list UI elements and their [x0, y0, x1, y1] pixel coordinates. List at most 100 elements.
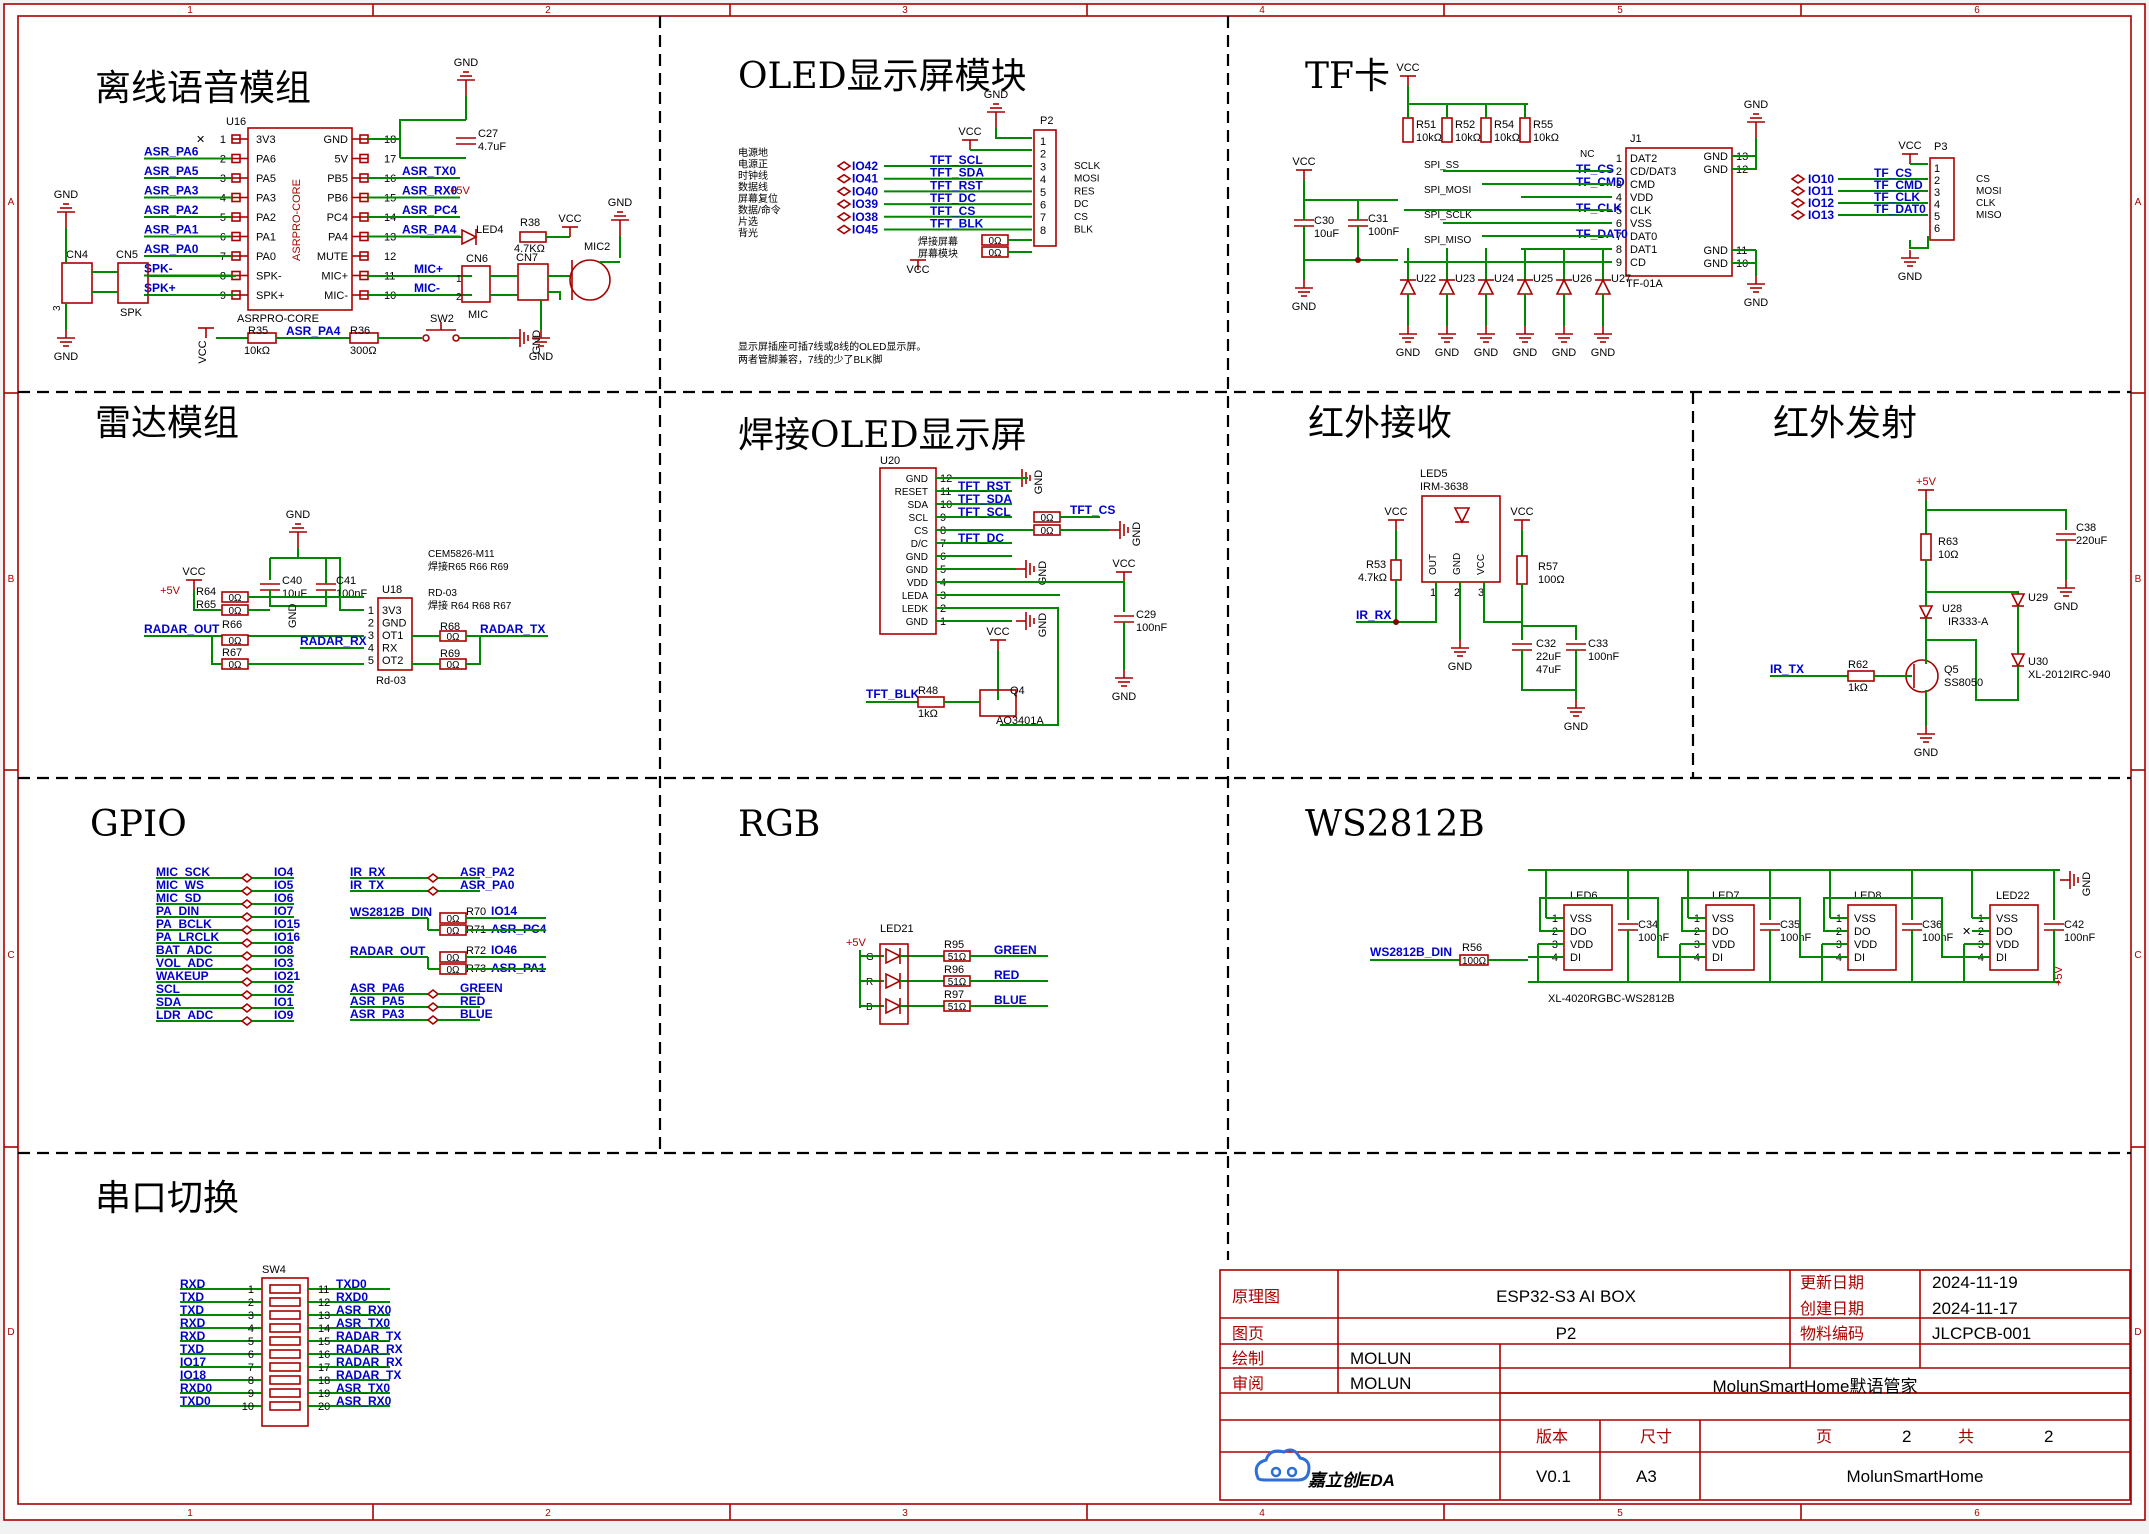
wire	[1925, 618, 2019, 701]
dip-toggle	[269, 1401, 301, 1411]
pin-name: 3V3	[256, 134, 276, 146]
oled-module: 电源地电源正时钟线数据线屏幕复位数据/命令片选背光GNDVCCP21234567…	[738, 89, 1100, 366]
resistor-icon	[1519, 117, 1531, 143]
net-label: ASR_PA4	[402, 223, 457, 237]
net-label: RADAR_TX	[336, 1368, 401, 1382]
dip-toggle	[269, 1323, 301, 1333]
grid-col-label: 2	[545, 1508, 551, 1519]
section-title-ir-tx: 红外发射	[1773, 403, 1917, 444]
resistor-icon	[1441, 117, 1453, 143]
cap-value: 100nF	[1780, 932, 1811, 944]
power-label: VCC	[1396, 62, 1419, 74]
io-label: IO45	[852, 223, 878, 237]
net-port-icon	[836, 186, 852, 197]
cloud-logo-icon	[1286, 1466, 1298, 1478]
dip-toggle	[269, 1336, 301, 1346]
pin-function-label: CS	[1074, 212, 1088, 223]
pin-number: 12	[318, 1297, 330, 1309]
note-text: 两者管脚兼容，7线的少了BLK脚	[738, 353, 882, 366]
tb-part: JLCPCB-001	[1932, 1324, 2031, 1343]
pin-number: 2	[1934, 175, 1940, 187]
pin-number: 18	[318, 1375, 330, 1387]
cap-value: 100nF	[1368, 226, 1399, 238]
wire	[1521, 650, 1577, 691]
dip-switch	[261, 1277, 309, 1427]
pin-name: SCL	[909, 513, 929, 524]
power-label: +5V	[450, 185, 471, 197]
pin-number: 9	[1616, 257, 1622, 269]
tb-page: P2	[1556, 1324, 1577, 1343]
pin-function-label: MOSI	[1074, 174, 1100, 185]
io-label: IO41	[852, 172, 878, 186]
oled-pin-note: 时钟线	[738, 169, 768, 182]
net-label: ASR_PA5	[350, 994, 405, 1008]
tb-logo-text: 嘉立创EDA	[1307, 1471, 1395, 1490]
res-ref: R48	[918, 685, 938, 697]
pin-name: DO	[1996, 926, 2013, 938]
tb-created: 2024-11-17	[1932, 1299, 2018, 1318]
connector-label: MIC	[468, 309, 488, 321]
cap-ref: C34	[1638, 919, 1658, 931]
net-label: PA_LRCLK	[156, 930, 219, 944]
pin-number: 4	[1616, 192, 1622, 204]
net-label: ASR_RX0	[402, 184, 458, 198]
led-ref: U28	[1942, 603, 1962, 615]
grid-row-label: C	[7, 950, 14, 961]
power-label: VCC	[1384, 506, 1407, 518]
net-label: RADAR_OUT	[350, 944, 426, 958]
net-label: IO1	[274, 995, 294, 1009]
tvs-ref: U22	[1416, 273, 1436, 285]
sensor-ref: LED5	[1420, 468, 1448, 480]
wire	[548, 291, 561, 300]
pin-name: GND	[906, 617, 928, 628]
net-label: MIC-	[414, 281, 440, 295]
pin-name: DO	[1570, 926, 1587, 938]
grid-col-label: 6	[1974, 1508, 1980, 1519]
power-label: +5V	[1916, 476, 1937, 488]
section-title-uart-switch: 串口切换	[95, 1178, 239, 1219]
note-text: 显示屏插座可插7线或8线的OLED显示屏。	[738, 340, 926, 353]
net-label: TXD0	[336, 1277, 367, 1291]
net-label: ASR_PA0	[460, 878, 515, 892]
res-ref: R36	[350, 325, 370, 337]
pin-name: OUT	[1428, 554, 1439, 575]
pin-name: VSS	[1854, 913, 1876, 925]
connector-part: TF-01A	[1626, 278, 1663, 290]
net-label: IR_RX	[1356, 608, 1391, 622]
cloud-logo-icon	[1270, 1466, 1282, 1478]
res-ref: R54	[1494, 119, 1514, 131]
power-label: VCC	[958, 126, 981, 138]
pin-number: 4	[1934, 199, 1940, 211]
tvs-ref: U25	[1533, 273, 1553, 285]
oled-pin-note: 数据/命令	[738, 204, 781, 217]
section-title-rgb: RGB	[738, 804, 820, 845]
net-label: RED	[460, 994, 486, 1008]
net-label: RXD	[180, 1277, 206, 1291]
pin-number: 19	[318, 1388, 330, 1400]
cap-ref: C31	[1368, 213, 1388, 225]
cap-value: 10uF	[1314, 228, 1339, 240]
res-value: 4.7kΩ	[1358, 572, 1387, 584]
pin-name: GND	[1704, 164, 1729, 176]
net-port-icon	[836, 173, 852, 184]
grid-row-label: D	[2134, 1327, 2141, 1338]
pin-number: 15	[318, 1336, 330, 1348]
oled-pin-note: 电源地	[738, 146, 768, 159]
net-label: RED	[994, 968, 1020, 982]
res-value: 100Ω	[1462, 956, 1487, 967]
pin-number: 10	[242, 1401, 254, 1413]
oled-pin-note: 背光	[738, 227, 758, 240]
res-value: 10kΩ	[244, 345, 270, 357]
power-label: +5V	[846, 937, 867, 949]
net-label: RADAR_OUT	[144, 622, 220, 636]
tb-version: V0.1	[1536, 1467, 1571, 1486]
asrpro-chip	[247, 127, 353, 311]
gnd-label: GND	[454, 57, 479, 69]
pin-number: 6	[1934, 223, 1940, 235]
net-label: IO9	[274, 1008, 294, 1022]
zero-ohm-label: 0Ω	[988, 236, 1002, 247]
